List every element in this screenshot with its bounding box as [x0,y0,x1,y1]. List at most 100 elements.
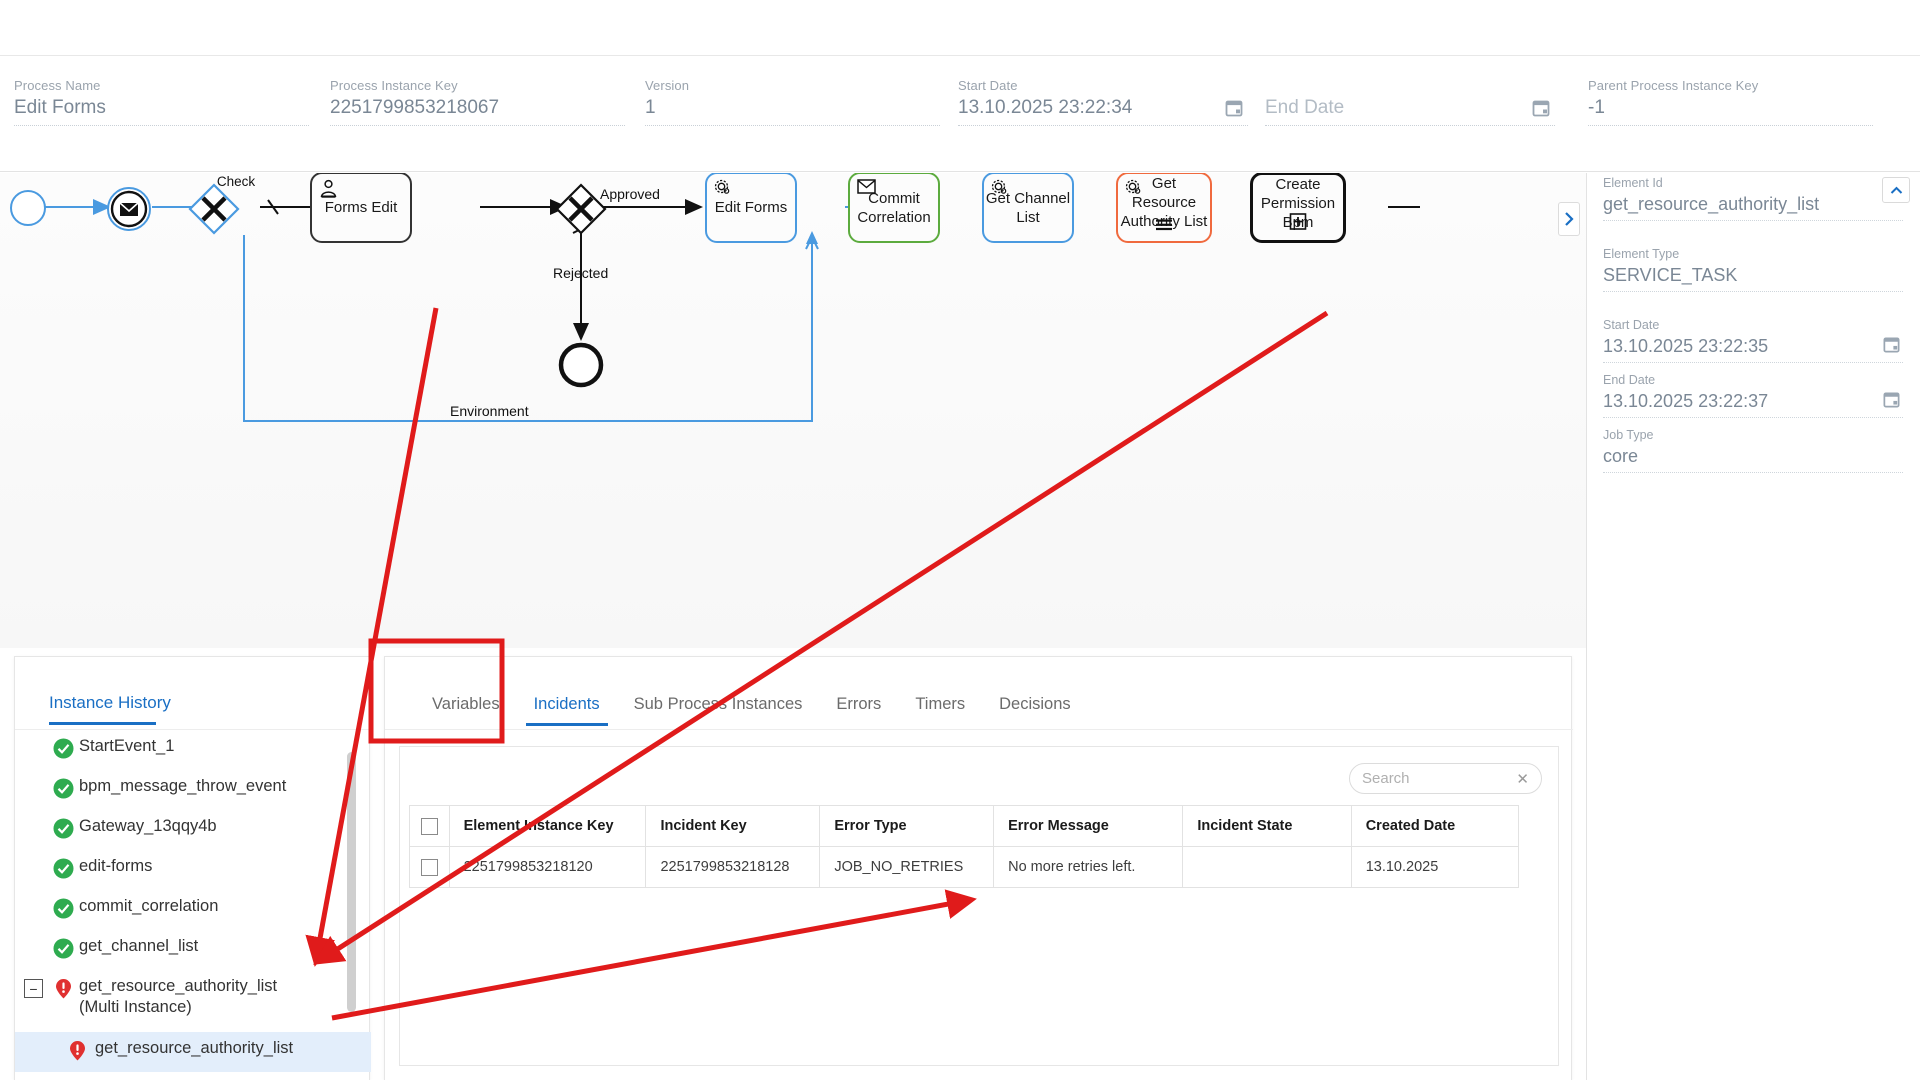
property-job-type[interactable]: Job Type core [1603,427,1903,473]
cell-created-date: 13.10.2025 [1350,846,1520,888]
bpmn-task-get-channel-list[interactable]: Get Channel List [982,173,1074,243]
field-label: Parent Process Instance Key [1588,78,1759,93]
field-value: -1 [1588,97,1605,118]
select-all-checkbox[interactable] [420,817,438,835]
call-activity-marker-icon [1289,213,1307,235]
property-element-type[interactable]: Element Type SERVICE_TASK [1603,246,1903,292]
bpmn-task-forms-edit[interactable]: Forms Edit [310,173,412,243]
bpmn-start-event[interactable] [8,188,48,233]
cell-error-message: No more retries left. [993,846,1184,888]
history-item-get-resource-authority-list-child[interactable]: get_resource_authority_list [15,1032,371,1072]
tab-active-underline [49,722,156,725]
row-select-cell[interactable] [409,846,450,888]
instance-history-panel: Instance History StartEvent_1 bpm_messag… [14,656,371,1080]
panel-collapse-button[interactable] [1882,177,1910,203]
field-value: Edit Forms [14,97,106,118]
field-version[interactable]: Version 1 [645,78,940,126]
tab-errors[interactable]: Errors [836,695,882,713]
tab-timers[interactable]: Timers [915,695,966,713]
column-incident-state[interactable]: Incident State [1182,805,1352,847]
field-underline [1588,125,1873,126]
history-item-bpm-message-throw-event[interactable]: bpm_message_throw_event [15,770,371,810]
property-underline [1603,220,1903,221]
history-item-get-channel-list[interactable]: get_channel_list [15,930,371,970]
property-value: 13.10.2025 23:22:37 [1603,391,1769,411]
bpmn-task-commit-correlation[interactable]: Commit Correlation [848,173,940,243]
history-item-commit-correlation[interactable]: commit_correlation [15,890,371,930]
column-created-date[interactable]: Created Date [1350,805,1520,847]
bpmn-call-activity-create-permission-bpm[interactable]: Create Permission Bpm [1250,173,1346,243]
bpmn-task-label: Get Channel List [985,189,1071,226]
tab-sub-process-instances[interactable]: Sub Process Instances [633,695,803,713]
field-parent-process-instance-key[interactable]: Parent Process Instance Key -1 [1588,78,1873,126]
property-value: 13.10.2025 23:22:35 [1603,336,1769,356]
instance-history-scrollbar[interactable] [347,752,356,1012]
bpmn-gateway-environment-check[interactable] [188,183,240,240]
bpmn-task-get-resource-authority-list[interactable]: Get Resource Authority List [1116,173,1212,243]
bpmn-gateway-status[interactable] [555,183,607,240]
status-completed-icon [53,738,74,759]
field-label: Start Date [958,78,1018,93]
detail-tabs: Variables Incidents Sub Process Instance… [415,695,1088,726]
property-label: Element Type [1603,247,1680,261]
table-row[interactable]: 2251799853218120 2251799853218128 JOB_NO… [409,846,1520,888]
process-instance-header: Process Name Edit Forms Process Instance… [0,56,1920,172]
column-element-instance-key[interactable]: Element Instance Key [448,805,647,847]
field-underline [958,125,1248,126]
close-icon[interactable]: ✕ [1516,770,1529,788]
select-all-cell[interactable] [409,805,450,847]
chevron-right-icon [1564,212,1574,226]
bpmn-task-edit-forms[interactable]: Edit Forms [705,173,797,243]
instance-detail-panel: Variables Incidents Sub Process Instance… [384,656,1573,1080]
chevron-up-icon [1890,186,1902,194]
tab-instance-history[interactable]: Instance History [49,693,171,712]
user-task-icon [319,179,338,203]
property-end-date[interactable]: End Date 13.10.2025 23:22:37 [1603,372,1903,418]
field-end-date[interactable]: End Date [1265,78,1555,126]
calendar-icon[interactable] [1224,98,1244,118]
history-item-startevent-1[interactable]: StartEvent_1 [15,730,371,770]
field-underline [330,125,625,126]
history-item-label: get_resource_authority_list (Multi Insta… [79,977,278,1016]
multi-instance-marker-icon [1156,217,1172,236]
history-item-gateway-13qqy4b[interactable]: Gateway_13qqy4b [15,810,371,850]
property-start-date[interactable]: Start Date 13.10.2025 23:22:35 [1603,317,1903,363]
column-error-type[interactable]: Error Type [819,805,995,847]
field-underline [1265,125,1555,126]
row-checkbox[interactable] [420,858,438,876]
field-process-name[interactable]: Process Name Edit Forms [14,78,309,126]
property-element-id[interactable]: Element Id get_resource_authority_list [1603,175,1903,221]
history-item-label: edit-forms [79,857,153,875]
search-input[interactable]: Search ✕ [1349,763,1542,794]
history-item-get-resource-authority-list-multi-instance[interactable]: − get_resource_authority_list (Multi Ins… [15,970,371,1032]
status-completed-icon [53,858,74,879]
instance-history-list[interactable]: StartEvent_1 bpm_message_throw_event Gat… [15,730,371,1080]
bpmn-diagram-canvas[interactable]: EnvironmentCheck Forms Edit Status Appro… [0,173,1586,648]
bpmn-message-throw-event[interactable] [106,186,152,237]
status-incident-icon [67,1040,88,1061]
collapse-toggle-minus-icon[interactable]: − [24,979,43,998]
bottom-section: Instance History StartEvent_1 bpm_messag… [0,656,1586,1080]
column-error-message[interactable]: Error Message [993,805,1184,847]
property-value: SERVICE_TASK [1603,265,1738,285]
bpmn-label-status: Status [555,173,607,174]
field-start-date[interactable]: Start Date 13.10.2025 23:22:34 [958,78,1248,126]
bpmn-task-label: Edit Forms [714,199,788,216]
status-completed-icon [53,818,74,839]
incidents-table-container: Search ✕ Element Instance Key Incident K… [399,746,1559,1066]
bpmn-end-event-rejected[interactable] [557,341,605,394]
column-incident-key[interactable]: Incident Key [645,805,821,847]
tab-incidents[interactable]: Incidents [517,695,617,726]
cell-incident-key: 2251799853218128 [645,846,821,888]
history-item-label: Gateway_13qqy4b [79,817,217,835]
tab-variables[interactable]: Variables [432,695,500,713]
tab-decisions[interactable]: Decisions [999,695,1071,713]
calendar-icon[interactable] [1882,390,1901,414]
diagram-collapse-right-button[interactable] [1558,202,1580,236]
field-process-instance-key[interactable]: Process Instance Key 2251799853218067 [330,78,625,126]
calendar-icon[interactable] [1882,335,1901,359]
history-item-edit-forms[interactable]: edit-forms [15,850,371,890]
property-value: get_resource_authority_list [1603,194,1820,214]
calendar-icon[interactable] [1531,98,1551,118]
status-incident-icon [53,978,74,999]
